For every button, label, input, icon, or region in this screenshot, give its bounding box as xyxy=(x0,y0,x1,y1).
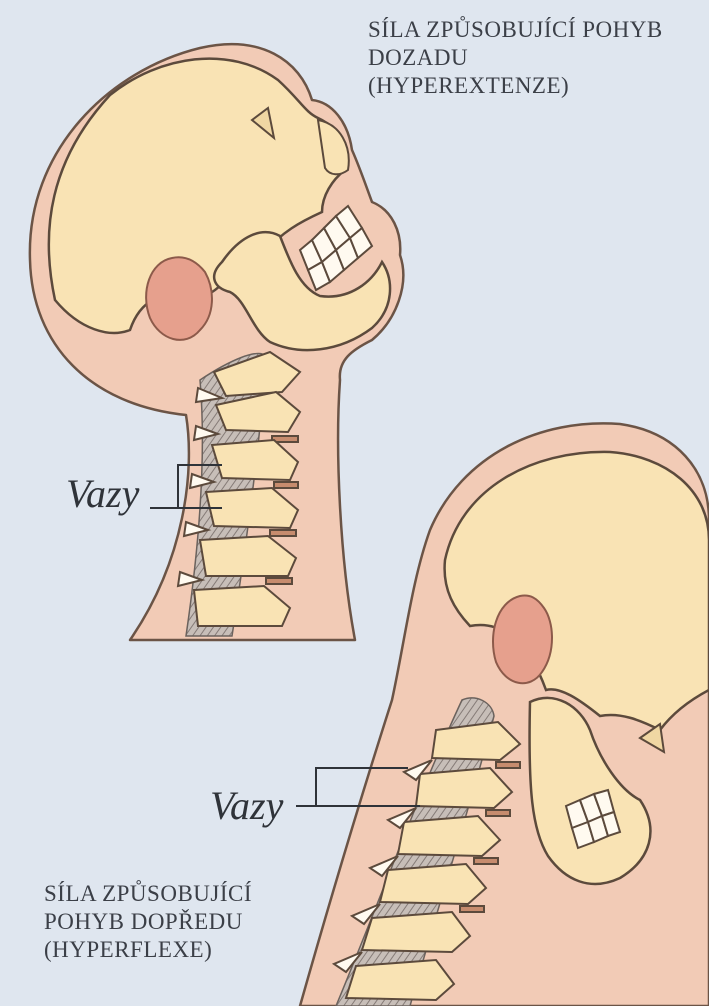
caption-hyperflexion-line-2: POHYB DOPŘEDU xyxy=(44,908,252,936)
ear-bottom xyxy=(493,596,552,684)
caption-hyperextension-line-2: DOZADU xyxy=(368,44,663,72)
caption-hyperflexion-line-1: SÍLA ZPŮSOBUJÍCÍ xyxy=(44,880,252,908)
head-flexion-figure xyxy=(296,423,709,1006)
ear-top xyxy=(146,257,212,340)
caption-hyperextension-line-3: (HYPEREXTENZE) xyxy=(368,72,663,100)
caption-hyperflexion-line-3: (HYPERFLEXE) xyxy=(44,936,252,964)
ligament-label-top: Vazy xyxy=(66,472,139,516)
head-extension-figure xyxy=(30,44,403,640)
caption-hyperextension: SÍLA ZPŮSOBUJÍCÍ POHYB DOZADU (HYPEREXTE… xyxy=(368,16,663,100)
ligament-label-bottom: Vazy xyxy=(210,784,283,828)
caption-hyperextension-line-1: SÍLA ZPŮSOBUJÍCÍ POHYB xyxy=(368,16,663,44)
caption-hyperflexion: SÍLA ZPŮSOBUJÍCÍ POHYB DOPŘEDU (HYPERFLE… xyxy=(44,880,252,964)
